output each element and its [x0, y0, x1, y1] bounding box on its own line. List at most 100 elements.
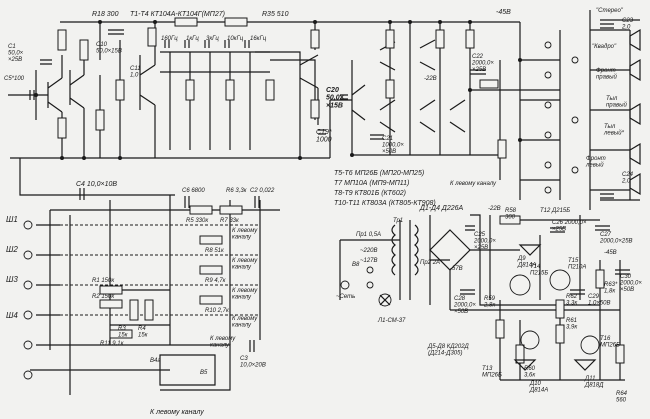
- label-r2: R2 150к: [92, 294, 115, 300]
- transformer-tr1: [391, 224, 419, 276]
- label-to-left-channel-top: К левому каналу: [450, 181, 497, 187]
- label-r10: R10 2,7к: [205, 308, 230, 314]
- labels-bottom-left: C4 10,0×10В C6 6800 R6 3,3к C2 0,022 R5 …: [6, 181, 275, 416]
- legend-line-1: T5-T6 МП26Б (МП20-МП25): [334, 170, 424, 177]
- label-to-left-bottom: К левому каналу: [150, 409, 204, 416]
- label-b4: В4a: [150, 358, 161, 364]
- speaker-symbols: [629, 28, 641, 196]
- label-c5: C5*100: [4, 76, 25, 82]
- label-v127: ~127В: [360, 258, 378, 264]
- label-freq-16k: 16кГц: [250, 36, 267, 42]
- label-tr1: Тр1: [393, 218, 403, 224]
- label-r6: R6 3,3к: [226, 188, 248, 194]
- label-r5: R5 330к: [186, 218, 209, 224]
- label-freq-160: 160Гц: [161, 36, 178, 42]
- label-freq-1k: 1кГц: [186, 36, 199, 42]
- label-v220: ~220В: [360, 248, 378, 254]
- label-stereo: "Стерео": [596, 8, 624, 14]
- label-fuse1: Пр1 0,5А: [356, 232, 381, 238]
- label-minus45-top: -45В: [496, 9, 511, 16]
- label-r8: R8 51к: [205, 248, 225, 254]
- legend-line-4: T10-T11 КТ803А (КТ805-КТ908): [334, 200, 436, 207]
- power-components: [460, 215, 630, 371]
- label-r1: R1 150к: [92, 278, 115, 284]
- label-c2: C2 0,022: [250, 188, 275, 194]
- label-switch-sh4: Ш4: [6, 311, 18, 320]
- label-r63: R63*1,8к: [604, 282, 618, 295]
- label-freq-3k: 3кГц: [206, 36, 219, 42]
- top-capacitors: [29, 23, 614, 199]
- label-switch-sh2: Ш2: [6, 245, 18, 254]
- label-b8: В8: [352, 262, 360, 268]
- label-v57: -57В: [450, 266, 463, 272]
- legend-line-2: T7 МП10А (МП9-МП11): [334, 180, 409, 187]
- label-diodes-title: Д1-Д4 Д226А: [419, 205, 464, 212]
- top-resistors: [57, 17, 507, 159]
- label-transistor-series: T1-T4 КТ104А-КТ104Г(МП27): [130, 11, 225, 18]
- label-r11: R11 9,1к: [100, 341, 125, 347]
- label-quadro: "Квадро": [592, 44, 617, 50]
- label-switch-sh3: Ш3: [6, 275, 18, 284]
- mains-plug: [340, 266, 392, 307]
- label-c26: C26 2000,0××25В: [552, 220, 587, 233]
- label-t12: T12 Д215Б: [540, 208, 570, 214]
- label-c6: C6 6800: [182, 188, 205, 194]
- label-b5: В5: [200, 370, 208, 376]
- label-bridge: Д5-Д8 КД202Д(Д214-Д305): [427, 344, 470, 357]
- label-switch-sh1: Ш1: [6, 215, 18, 224]
- junction-dots: [34, 20, 522, 160]
- label-c4: C4 10,0×10В: [76, 181, 117, 188]
- label-r18: R18 300: [92, 11, 119, 18]
- switch-jacks: [23, 220, 60, 380]
- label-lamp: Л1-СМ-37: [377, 318, 406, 324]
- labels-top: R18 300 T1-T4 КТ104А-КТ104Г(МП27) R35 51…: [4, 8, 634, 187]
- label-v22-power: -22В: [488, 206, 501, 212]
- label-c19: C19*1000: [316, 129, 332, 144]
- top-wiring: [8, 10, 640, 210]
- bottom-left-wiring: [19, 158, 280, 395]
- label-r35: R35 510: [262, 11, 289, 18]
- label-v22-top: -22В: [424, 76, 437, 82]
- label-fuse2: Пр2 2А: [420, 260, 440, 266]
- label-minus45-power: -45В: [604, 250, 617, 256]
- bottom-left-capacitors: [79, 188, 260, 352]
